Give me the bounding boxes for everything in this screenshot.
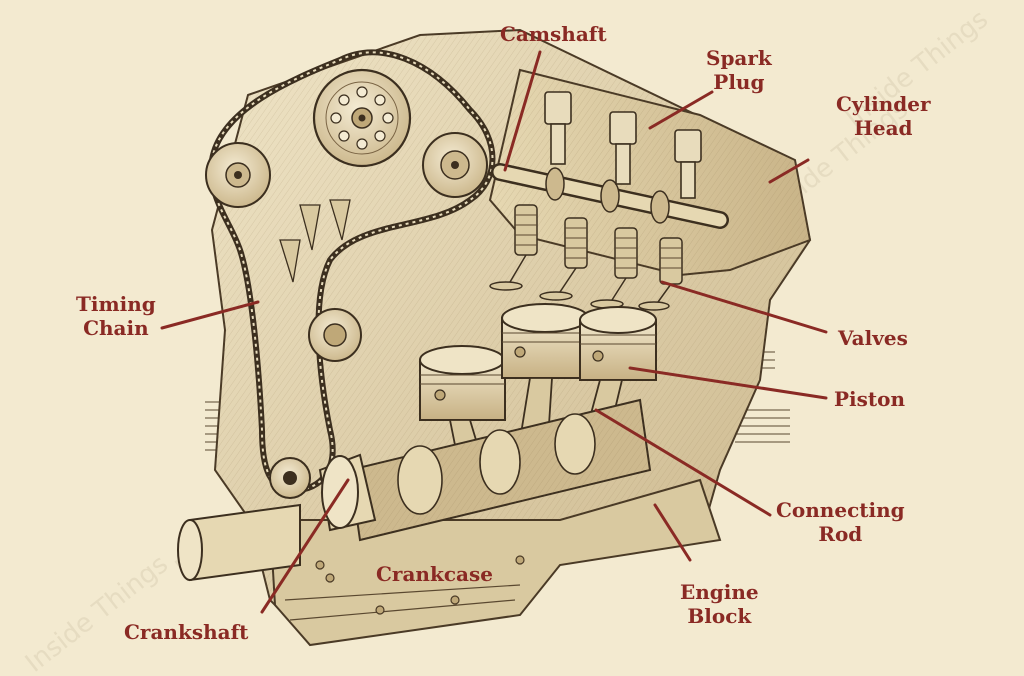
leader-engine-block [653, 503, 692, 562]
label-valves-text: Valves [838, 326, 908, 350]
leader-piston [628, 366, 828, 400]
leader-spark-plug [648, 90, 714, 130]
label-cylinder-head-line-1: Cylinder [836, 92, 931, 116]
label-engine-block: Engine Block [680, 580, 759, 628]
label-connecting-rod-line-1: Connecting [776, 498, 905, 522]
label-spark-plug: Spark Plug [706, 46, 772, 94]
leader-camshaft [503, 50, 542, 172]
label-engine-block-line-2: Block [687, 604, 752, 628]
idler-gear [422, 132, 488, 198]
accessory-bolts [279, 199, 351, 283]
label-connecting-rod: Connecting Rod [776, 498, 905, 546]
camshaft-rod [491, 163, 729, 229]
label-crankcase: Crankcase [376, 562, 493, 586]
camshaft-gear-left [205, 142, 271, 208]
leader-crankshaft [260, 478, 350, 614]
piston-1 [419, 345, 506, 421]
label-timing-chain: Timing Chain [76, 292, 156, 340]
label-spark-plug-line-1: Spark [706, 46, 772, 70]
label-cylinder-head: Cylinder Head [836, 92, 931, 140]
spark-plugs [544, 91, 702, 199]
label-cylinder-head-line-2: Head [853, 116, 913, 140]
camshaft-gear-main [312, 68, 412, 168]
piston-3 [579, 306, 657, 381]
label-timing-chain-line-2: Chain [83, 316, 149, 340]
label-valves: Valves [838, 326, 908, 350]
label-camshaft: Camshaft [500, 22, 607, 46]
valve-spring-coils [515, 214, 682, 269]
crankcase-bolts [315, 555, 525, 615]
label-crankshaft: Crankshaft [124, 620, 248, 644]
crankshaft-shape [318, 398, 652, 542]
label-timing-chain-line-1: Timing [76, 292, 156, 316]
label-engine-block-line-1: Engine [680, 580, 759, 604]
tensioner-pulley [308, 308, 362, 362]
leader-timing-chain [160, 300, 260, 330]
label-connecting-rod-line-2: Rod [818, 522, 863, 546]
leader-connecting-rod [594, 408, 772, 517]
piston-2 [501, 303, 589, 379]
crank-sprocket [269, 457, 311, 499]
leader-lines [160, 50, 828, 614]
label-crankshaft-text: Crankshaft [124, 620, 249, 644]
label-piston: Piston [834, 387, 905, 411]
label-crankcase-text: Crankcase [376, 562, 493, 586]
leader-cylinder-head [768, 158, 810, 184]
label-camshaft-text: Camshaft [500, 22, 607, 46]
leader-valves [660, 280, 828, 334]
label-piston-text: Piston [834, 387, 906, 411]
crankshaft-nose [177, 503, 301, 582]
label-spark-plug-line-2: Plug [713, 70, 765, 94]
